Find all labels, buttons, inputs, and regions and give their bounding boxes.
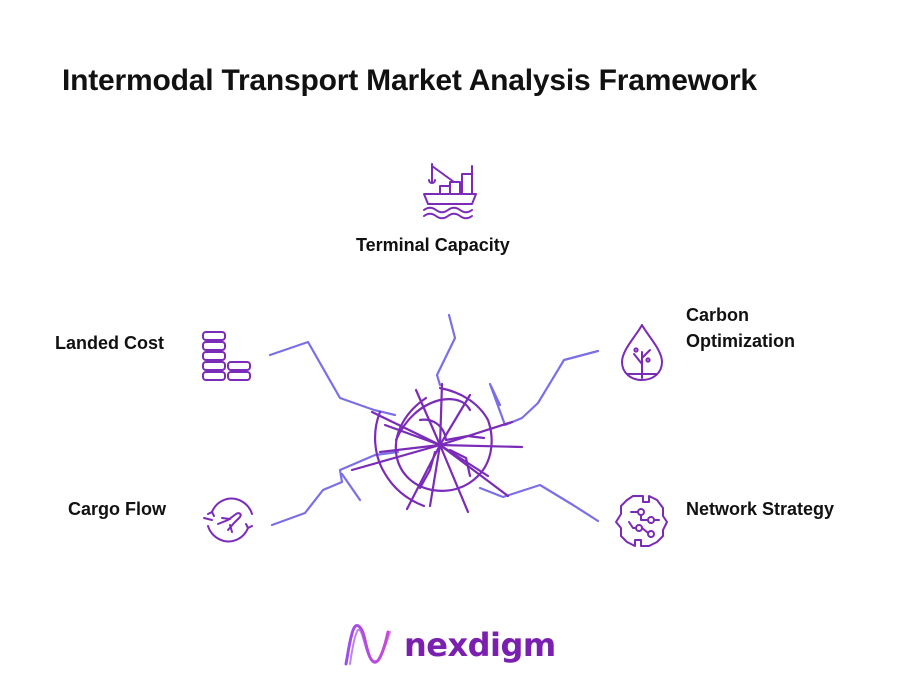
label-carbon-optimization: Carbon Optimization <box>686 302 795 354</box>
circuit-brain-icon <box>613 492 669 550</box>
label-carbon-optimization-line2: Optimization <box>686 331 795 351</box>
label-cargo-flow: Cargo Flow <box>68 499 166 519</box>
connector-cargo-flow-branch <box>340 472 362 502</box>
connector-terminal-capacity <box>435 313 457 387</box>
label-terminal-capacity: Terminal Capacity <box>356 235 510 255</box>
connector-lines <box>268 313 600 527</box>
connector-cargo-flow <box>270 450 400 527</box>
label-landed-cost: Landed Cost <box>55 333 165 353</box>
shatter-core <box>350 382 524 514</box>
plane-cycle-icon <box>202 494 258 546</box>
label-network-strategy: Network Strategy <box>686 499 835 519</box>
page-title: Intermodal Transport Market Analysis Fra… <box>62 64 757 97</box>
coin-stacks-icon <box>200 330 256 382</box>
connector-carbon-optimization <box>488 349 600 427</box>
leaf-drop-icon <box>618 322 666 382</box>
label-carbon-optimization-line1: Carbon <box>686 305 749 325</box>
brand-logo: nexdigm <box>342 620 556 670</box>
port-crane-ship-icon <box>420 160 480 220</box>
connector-network-strategy <box>478 483 600 523</box>
connector-landed-cost <box>268 340 397 417</box>
nexdigm-logo-icon <box>344 624 391 666</box>
brand-name: nexdigm <box>404 626 556 664</box>
